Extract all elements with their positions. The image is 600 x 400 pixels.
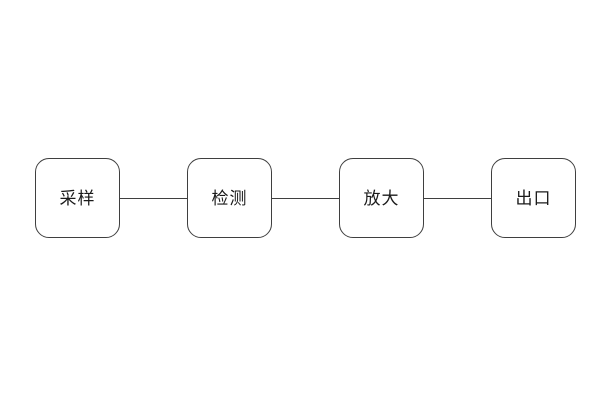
flowchart: 采样 检测 放大 出口 bbox=[35, 158, 576, 238]
flow-node-amplification-label: 放大 bbox=[363, 188, 400, 208]
connector-line-3 bbox=[424, 197, 491, 199]
flow-node-output-label: 出口 bbox=[515, 188, 552, 208]
flow-node-sampling-label: 采样 bbox=[59, 188, 96, 208]
flow-node-sampling: 采样 bbox=[35, 158, 120, 238]
flow-node-detection: 检测 bbox=[187, 158, 272, 238]
flow-node-detection-label: 检测 bbox=[211, 188, 248, 208]
connector-line-1 bbox=[120, 197, 187, 199]
flow-node-output: 出口 bbox=[491, 158, 576, 238]
connector-line-2 bbox=[272, 197, 339, 199]
flow-node-amplification: 放大 bbox=[339, 158, 424, 238]
